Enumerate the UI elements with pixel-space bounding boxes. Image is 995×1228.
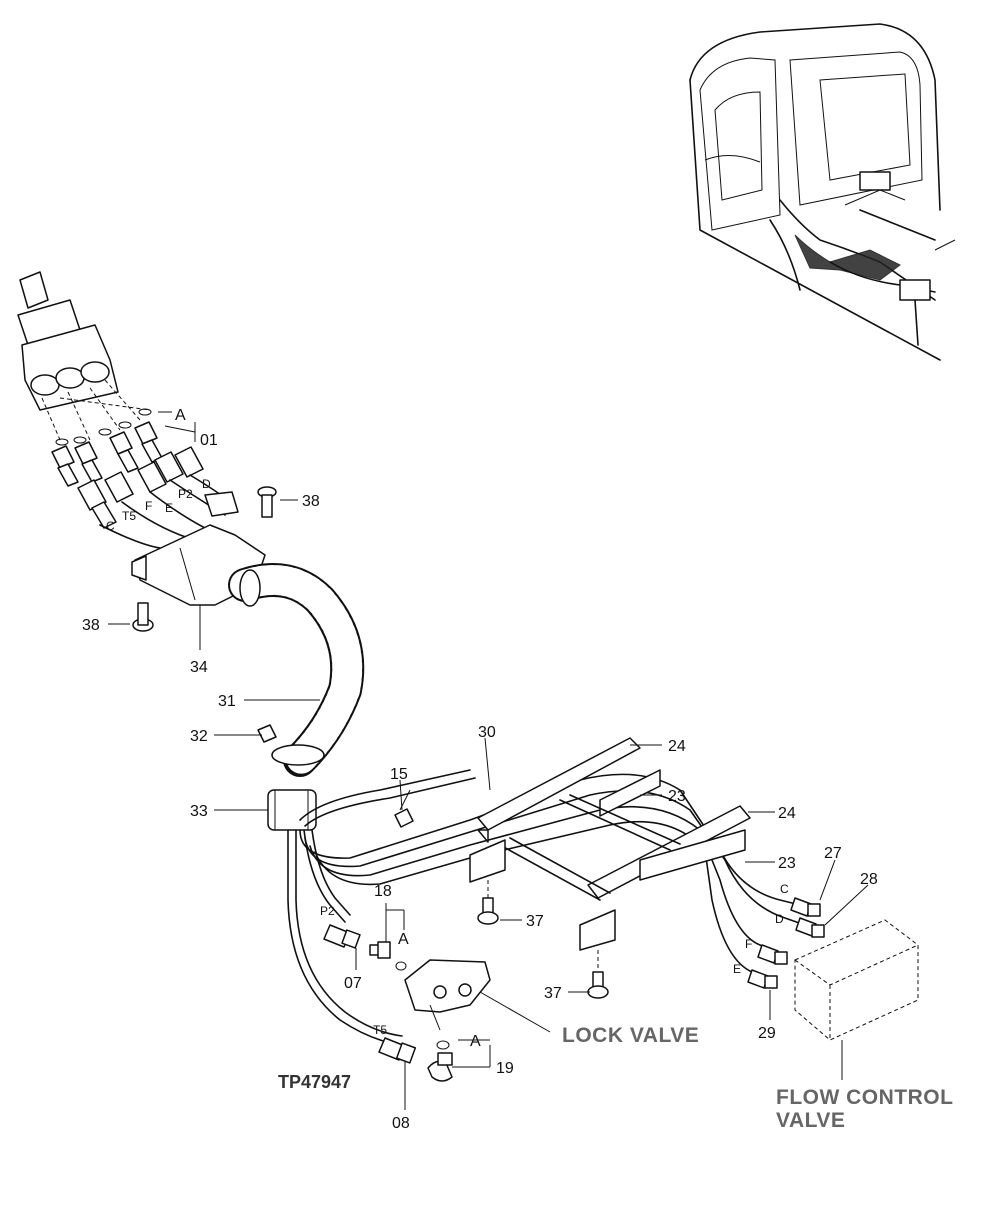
flow-control-valve <box>794 919 919 1080</box>
callout-33: 33 <box>190 803 208 820</box>
hose-bundle-30 <box>299 769 806 981</box>
fitting-07 <box>323 924 361 949</box>
bolt-38-lower <box>132 602 154 632</box>
port-d-flow: D <box>775 912 784 926</box>
callout-28: 28 <box>860 871 878 888</box>
port-t5-hose: T5 <box>373 1023 387 1037</box>
cab-inset-illustration <box>689 23 956 361</box>
flow-control-label-line2: VALVE <box>776 1109 845 1132</box>
clamp-33-and-drop-hoses <box>257 724 403 1046</box>
fitting-18 <box>369 941 391 959</box>
callout-24-lower: 24 <box>778 805 796 822</box>
port-a-18: A <box>398 931 409 948</box>
port-t5-top: T5 <box>122 509 136 523</box>
port-p2-top: P2 <box>178 487 193 501</box>
callout-30: 30 <box>478 724 496 741</box>
callout-34: 34 <box>190 659 208 676</box>
callout-27: 27 <box>824 845 842 862</box>
callout-19: 19 <box>496 1060 514 1077</box>
mounting-rails <box>469 737 751 970</box>
figure-id: TP47947 <box>278 1072 351 1092</box>
callout-37-left: 37 <box>526 913 544 930</box>
bolt-37-left <box>477 897 499 925</box>
bolt-37-right <box>587 971 609 999</box>
callout-15: 15 <box>390 766 408 783</box>
callout-01: 01 <box>200 432 218 449</box>
port-c-flow: C <box>780 882 789 896</box>
port-a-19: A <box>470 1033 481 1050</box>
fitting-08 <box>378 1037 417 1064</box>
port-e-flow: E <box>733 962 741 976</box>
port-c-top: C <box>106 519 115 533</box>
callout-38-upper: 38 <box>302 493 320 510</box>
callout-07: 07 <box>344 975 362 992</box>
callout-31: 31 <box>218 693 236 710</box>
port-f-top: F <box>145 499 152 513</box>
bolt-38-upper <box>257 486 277 518</box>
callout-37-right: 37 <box>544 985 562 1002</box>
callout-38-lower: 38 <box>82 617 100 634</box>
lock-valve-label: LOCK VALVE <box>562 1024 699 1047</box>
callout-23-lower: 23 <box>778 855 796 872</box>
port-a-top: A <box>175 407 186 424</box>
leader-lines <box>108 499 869 1110</box>
corrugated-hose-31 <box>228 563 365 777</box>
port-f-flow: F <box>745 937 752 951</box>
callout-23-upper: 23 <box>668 788 686 805</box>
callout-29: 29 <box>758 1025 776 1042</box>
port-d-top: D <box>202 477 211 491</box>
callout-32: 32 <box>190 728 208 745</box>
pilot-valve-assembly <box>17 271 151 441</box>
callout-08: 08 <box>392 1115 410 1132</box>
port-e-top: E <box>165 501 173 515</box>
callout-18: 18 <box>374 883 392 900</box>
o-ring-18 <box>395 961 407 971</box>
fittings-27-28-29 <box>747 897 825 989</box>
port-p2-hose: P2 <box>320 904 335 918</box>
flow-control-label-line1: FLOW CONTROL <box>776 1086 953 1109</box>
lock-valve-body <box>404 959 491 1031</box>
callout-24-upper: 24 <box>668 738 686 755</box>
fitting-19 <box>427 1040 453 1082</box>
pilot-hose-fittings-01 <box>51 408 236 549</box>
